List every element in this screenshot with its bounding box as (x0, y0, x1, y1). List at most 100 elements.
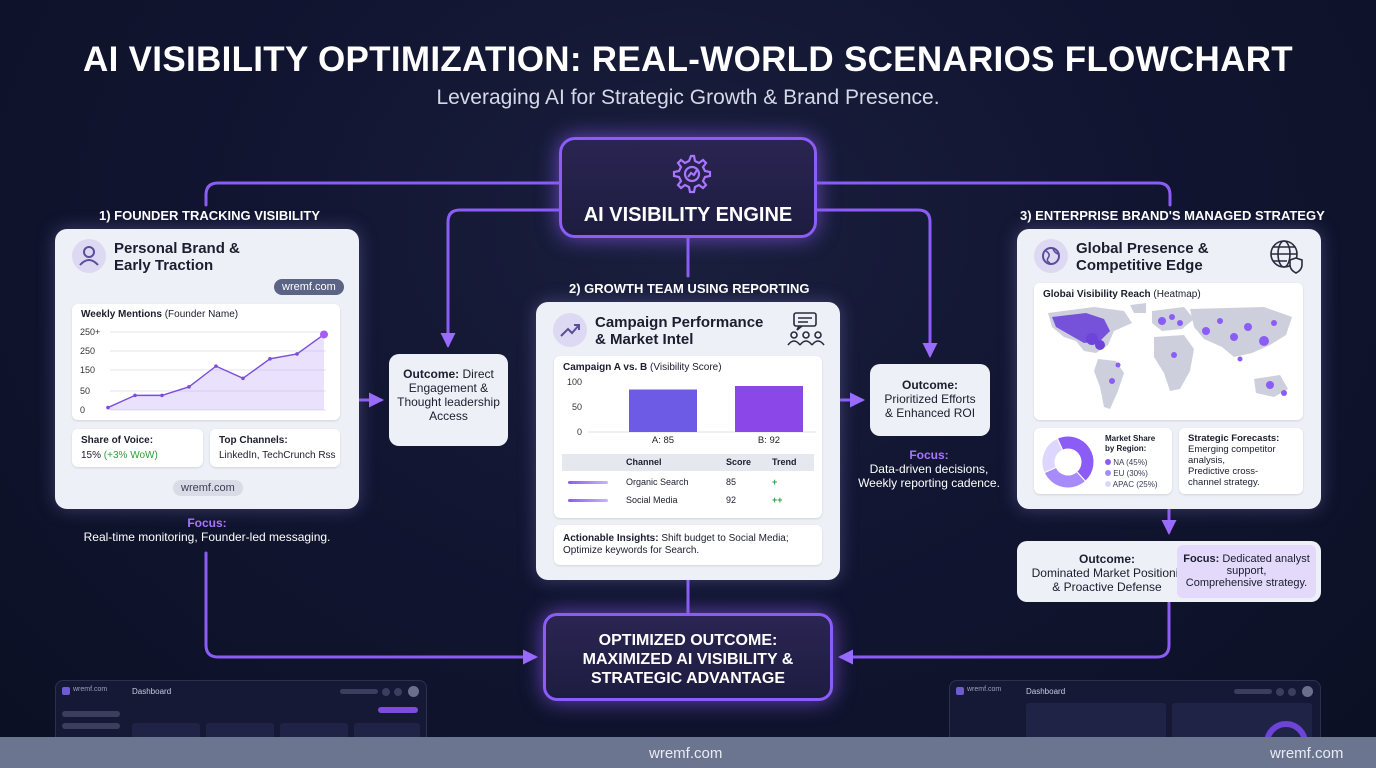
optimized-outcome: OPTIMIZED OUTCOME: MAXIMIZED AI VISIBILI… (543, 613, 833, 701)
page-subtitle: Leveraging AI for Strategic Growth & Bra… (436, 86, 940, 109)
row-channel: Organic Search (626, 477, 689, 487)
footer-right-link[interactable]: wremf.com (1270, 745, 1344, 762)
founder-focus-label: Focus: (187, 516, 227, 530)
data-point (241, 376, 245, 381)
connector-engine-outcome1 (440, 208, 572, 348)
row-bar (568, 499, 608, 502)
legend-swatch (1105, 459, 1111, 465)
footer-center-link[interactable]: wremf.com (649, 745, 723, 762)
market-share-title-2: by Region: (1105, 444, 1147, 453)
dashboard-title: Dashboard (1026, 687, 1066, 696)
campaign-chart-title: Campaign A vs. B (563, 362, 648, 373)
data-point (187, 385, 191, 389)
insights-text-1: Shift budget to Social Media; (658, 533, 789, 544)
campaign-chart-subtitle: (Visibility Score) (647, 362, 722, 373)
growth-outcome-label: Outcome: (901, 378, 958, 392)
heatmap-subtitle: (Heatmap) (1150, 289, 1201, 300)
y-tick-label: 50 (572, 402, 582, 412)
logo-icon (956, 687, 964, 695)
forecasts-line3: Predictive cross- (1188, 466, 1259, 477)
row-bar (568, 481, 608, 484)
growth-focus-label: Focus: (909, 448, 949, 462)
globe-icon (1034, 239, 1068, 273)
team-chat-icon (787, 312, 825, 346)
market-share-legend: NA (45%) EU (30%) APAC (25%) (1105, 457, 1158, 490)
insights-label: Actionable Insights: (563, 533, 659, 544)
y-tick-label: 250+ (80, 327, 100, 337)
legend-label: NA (45%) (1113, 458, 1148, 467)
founder-focus: Focus: Real-time monitoring, Founder-led… (40, 516, 374, 544)
legend-swatch (1105, 481, 1111, 487)
enterprise-focus: Focus: Dedicated analyst support, Compre… (1177, 545, 1316, 598)
enterprise-card-title-2: Competitive Edge (1076, 257, 1203, 274)
y-tick-label: 0 (80, 405, 85, 415)
legend-item: APAC (25%) (1105, 479, 1158, 490)
data-point (295, 352, 299, 356)
market-share-title-1: Market Share (1105, 434, 1156, 443)
bar (629, 389, 697, 432)
legend-item: EU (30%) (1105, 468, 1158, 479)
founder-outcome-label: Outcome: (403, 367, 460, 381)
row-score: 92 (726, 495, 737, 505)
founder-section-label: 1) FOUNDER TRACKING VISIBILITY (99, 208, 321, 223)
data-point (133, 393, 137, 398)
growth-outcome: Outcome: Prioritized Efforts & Enhanced … (870, 364, 990, 436)
forecasts-line2: analysis, (1188, 455, 1225, 466)
enterprise-outcome-label: Outcome: (1078, 552, 1135, 566)
top-channels-box: Top Channels: LinkedIn, TechCrunch Rss (210, 429, 340, 467)
growth-section-label: 2) GROWTH TEAM USING REPORTING (569, 281, 810, 296)
pie-slice (1041, 437, 1064, 474)
trend-up-icon (553, 313, 587, 347)
connector-engine-outcome2 (804, 208, 938, 358)
y-tick-label: 100 (567, 377, 582, 387)
gear-icon (672, 154, 712, 194)
growth-outcome-line1: Prioritized Efforts (884, 392, 976, 406)
y-tick-label: 50 (80, 386, 90, 396)
line-area (108, 334, 324, 410)
share-of-voice-label: Share of Voice: (81, 435, 154, 446)
strategic-forecasts-box: Strategic Forecasts: Emerging competitor… (1179, 428, 1303, 494)
enterprise-focus-text-2: support, (1226, 565, 1267, 577)
legend-item: NA (45%) (1105, 457, 1158, 468)
enterprise-section-label: 3) ENTERPRISE BRAND'S MANAGED STRATEGY (1020, 208, 1325, 223)
data-point (160, 393, 164, 398)
row-trend: + (772, 477, 778, 487)
table-row: Social Media 92 ++ (562, 492, 814, 510)
founder-focus-text: Real-time monitoring, Founder-led messag… (83, 530, 331, 544)
data-point (268, 357, 272, 361)
final-line2: MAXIMIZED AI VISIBILITY & (582, 651, 794, 668)
row-score: 85 (726, 477, 737, 487)
enterprise-card: Global Presence & Competitive Edge Globa… (1017, 229, 1321, 509)
bar (735, 386, 803, 432)
y-tick-label: 250 (80, 346, 95, 356)
col-header-trend: Trend (772, 457, 797, 467)
connector-engine-enterprise (815, 181, 1172, 207)
dashboard-title: Dashboard (132, 687, 172, 696)
legend-label: APAC (25%) (1112, 480, 1158, 489)
donut-preview (1264, 721, 1308, 749)
founder-card-title-1: Personal Brand & (114, 240, 240, 257)
share-of-voice-value: 15% (81, 450, 102, 461)
enterprise-focus-text-3: Comprehensive strategy. (1185, 577, 1308, 589)
channel-table-header: Channel Score Trend (562, 454, 814, 471)
market-share-donut (1041, 435, 1095, 489)
pie-slice (1056, 435, 1095, 482)
y-tick-label: 0 (577, 427, 582, 437)
heatmap-title: Globai Visibility Reach (1043, 289, 1151, 300)
ai-visibility-engine: AI VISIBILITY ENGINE (559, 137, 817, 238)
growth-focus-line2: Weekly reporting cadence. (858, 476, 1000, 490)
founder-outcome: Outcome: Direct Engagement & Thought lea… (389, 354, 508, 446)
founder-chip-bottom: wremf.com (173, 480, 243, 496)
globe-shield-icon (1270, 240, 1303, 274)
final-line1: OPTIMIZED OUTCOME: (598, 632, 778, 649)
table-row: Organic Search 85 + (562, 474, 814, 492)
enterprise-card-title-1: Global Presence & (1076, 240, 1209, 257)
market-share-box: Market Share by Region: NA (45%) EU (30%… (1034, 428, 1172, 494)
col-header-score: Score (726, 457, 752, 467)
category-label: B: 92 (758, 435, 780, 446)
growth-focus: Focus: Data-driven decisions, Weekly rep… (845, 448, 1013, 490)
growth-card: Campaign Performance & Market Intel Camp… (536, 302, 840, 580)
